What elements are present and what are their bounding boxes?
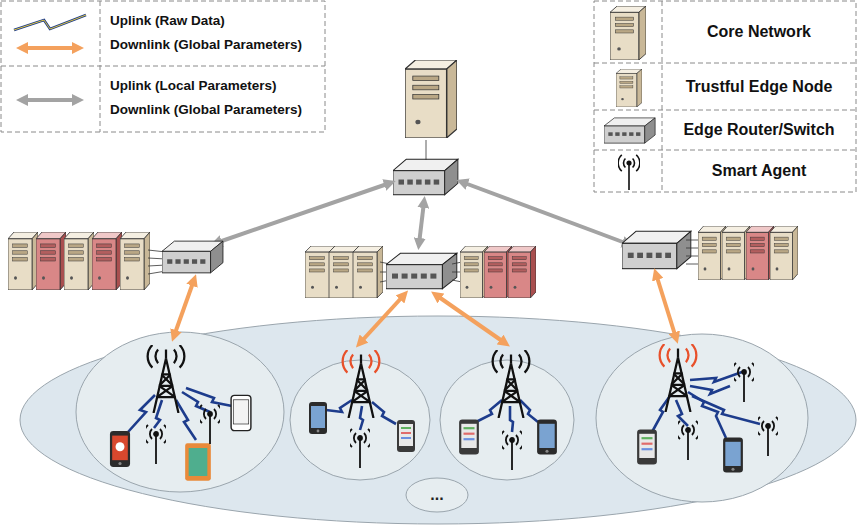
legend-frame: [594, 1, 856, 192]
device: [110, 363, 780, 481]
legend-text: Smart Agent: [712, 162, 807, 180]
legend-text: Uplink (Raw Data): [110, 13, 225, 28]
legend-text: Uplink (Local Parameters): [110, 78, 277, 93]
parameter-link: [216, 182, 628, 244]
wireless-link: [128, 372, 760, 440]
node-text: ...: [430, 486, 443, 504]
legend-text: Trustful Edge Node: [686, 78, 833, 96]
raw-data-link: [174, 274, 676, 343]
legend-frame: [1, 1, 325, 132]
legend-text: Downlink (Global Parameters): [110, 37, 302, 52]
legend-text: Edge Router/Switch: [683, 121, 834, 139]
coverage-area: [20, 316, 856, 524]
ellipsis-node: ...: [405, 477, 469, 513]
legend-text: Downlink (Global Parameters): [110, 102, 302, 117]
base-station: [148, 344, 697, 418]
legend-text: Core Network: [707, 23, 811, 41]
core-network: [393, 60, 458, 195]
edge-cluster: [8, 226, 798, 298]
